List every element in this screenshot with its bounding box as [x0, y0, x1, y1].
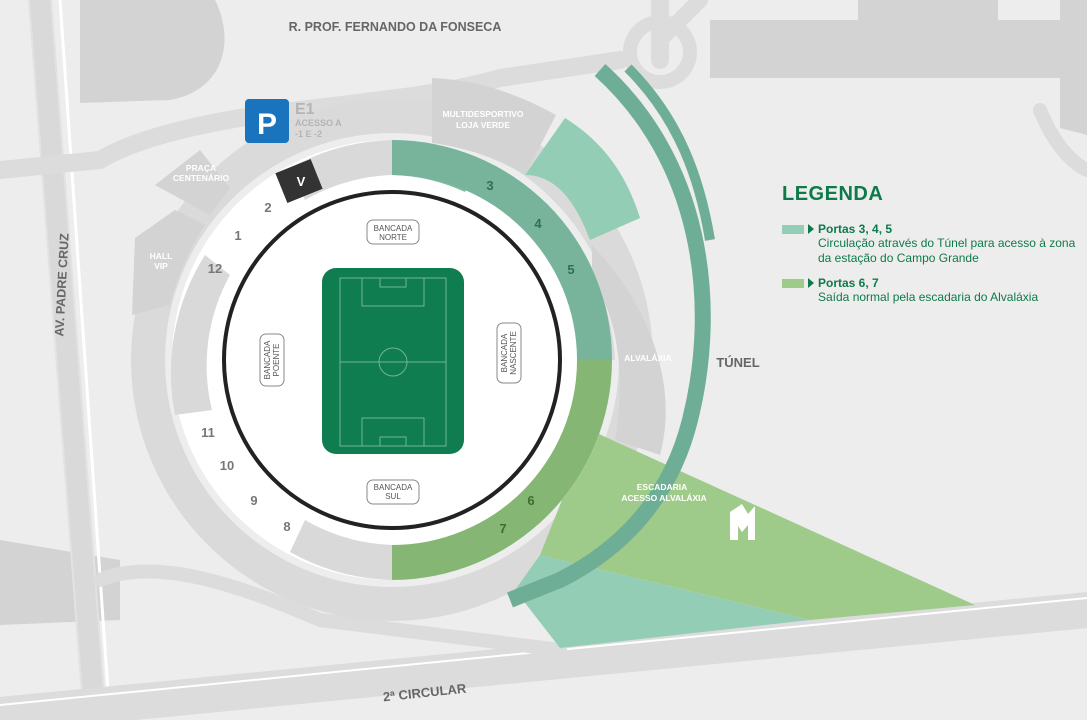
- gate-3-label: 3: [486, 178, 493, 193]
- concourse-south: [290, 520, 392, 580]
- multidesportivo-label-1: MULTIDESPORTIVO: [442, 109, 523, 119]
- legend-swatch-tunnel: [782, 225, 804, 234]
- praca-label-1: PRAÇA: [186, 163, 216, 173]
- hall-label-2: VIP: [154, 261, 168, 271]
- pitch-lines: [339, 277, 447, 447]
- stand-norte-tag: [366, 219, 420, 245]
- gate-11-label: 11: [201, 425, 215, 440]
- gate-6-label: 6: [527, 493, 534, 508]
- legend-swatch-exit: [782, 279, 804, 288]
- legend-description-tunnel: Circulação através do Túnel para acesso …: [818, 236, 1076, 265]
- roundabout: [623, 15, 697, 89]
- gate-10-label: 10: [220, 458, 234, 473]
- parking-access-line1: ACESSO A: [295, 118, 342, 128]
- alvalaxia-building: [592, 245, 666, 455]
- tunel-label: TÚNEL: [716, 355, 759, 370]
- parking-symbol: P: [257, 108, 277, 141]
- parking-code: E1: [295, 101, 315, 118]
- stand-nascente-line1: BANCADA: [500, 333, 509, 372]
- tunnel-access-area: [525, 118, 640, 240]
- building-block-far-e: [1060, 0, 1087, 135]
- stand-sul-line1: BANCADA: [374, 483, 413, 492]
- gate-9-label: 9: [250, 493, 257, 508]
- gate-1-label: 1: [234, 228, 241, 243]
- triangle-right-icon: [808, 224, 814, 234]
- triangle-right-icon: [808, 278, 814, 288]
- gate-v-box: [275, 159, 323, 203]
- pitch: [322, 268, 464, 454]
- gate-4-label: 4: [534, 216, 542, 231]
- hall-vip-building: [132, 210, 205, 315]
- stand-sul-line2: SUL: [385, 492, 401, 501]
- escadaria-label-1: ESCADARIA: [637, 482, 688, 492]
- multidesportivo-label-2: LOJA VERDE: [456, 120, 510, 130]
- hall-label-1: HALL: [150, 251, 173, 261]
- tunnel-path: [507, 64, 711, 608]
- legend-item-exit: Portas 6, 7 Saída normal pela escadaria …: [782, 276, 1082, 305]
- legend-heading-exit: Portas 6, 7: [818, 276, 879, 290]
- stand-poente-line2: POENTE: [272, 344, 281, 377]
- alvalaxia-label: ALVALÁXIA: [624, 353, 671, 363]
- tunnel-branch: [624, 64, 715, 241]
- exit-zone-escadaria: [540, 430, 975, 620]
- building-block-nw: [80, 0, 225, 103]
- stand-sul-tag: [366, 479, 420, 505]
- legend-title: LEGENDA: [782, 183, 884, 205]
- road-north-label: R. PROF. FERNANDO DA FONSECA: [289, 20, 502, 34]
- stand-nascente-line2: NASCENTE: [509, 331, 518, 375]
- legend-item-tunnel: Portas 3, 4, 5 Circulação através do Tún…: [782, 222, 1082, 266]
- stand-nascente-tag: [496, 322, 522, 384]
- tunnel-exit-zone: [515, 555, 810, 648]
- gate-8-label: 8: [283, 519, 290, 534]
- praca-label-2: CENTENÁRIO: [173, 173, 230, 183]
- escadaria-label-2: ACESSO ALVALÁXIA: [621, 493, 706, 503]
- parking-access-line2: -1 E -2: [295, 129, 322, 139]
- parking-icon: [245, 99, 289, 143]
- gates-67-zone: [392, 360, 612, 580]
- concourse-west: [170, 255, 230, 415]
- stand-norte-line1: BANCADA: [374, 224, 413, 233]
- legend-heading-tunnel: Portas 3, 4, 5: [818, 222, 893, 236]
- gate-7-label: 7: [499, 521, 506, 536]
- legend-description-exit: Saída normal pela escadaria do Alvaláxia: [818, 290, 1039, 304]
- gate-12-label: 12: [208, 261, 222, 276]
- legend: LEGENDA Portas 3, 4, 5 Circulação atravé…: [782, 183, 1082, 315]
- gate-v-label: V: [297, 174, 306, 189]
- multidesportivo-building: [432, 78, 556, 175]
- praca-centenario-building: [155, 150, 230, 215]
- gate-5-label: 5: [567, 262, 574, 277]
- stand-norte-line2: NORTE: [379, 233, 407, 242]
- stand-poente-line1: BANCADA: [263, 340, 272, 379]
- alvalaxia-logo-icon: [730, 504, 755, 540]
- stand-poente-tag: [259, 333, 285, 387]
- road-west-label: AV. PADRE CRUZ: [52, 233, 71, 337]
- gate-2-label: 2: [264, 200, 271, 215]
- building-block-e: [710, 20, 1087, 78]
